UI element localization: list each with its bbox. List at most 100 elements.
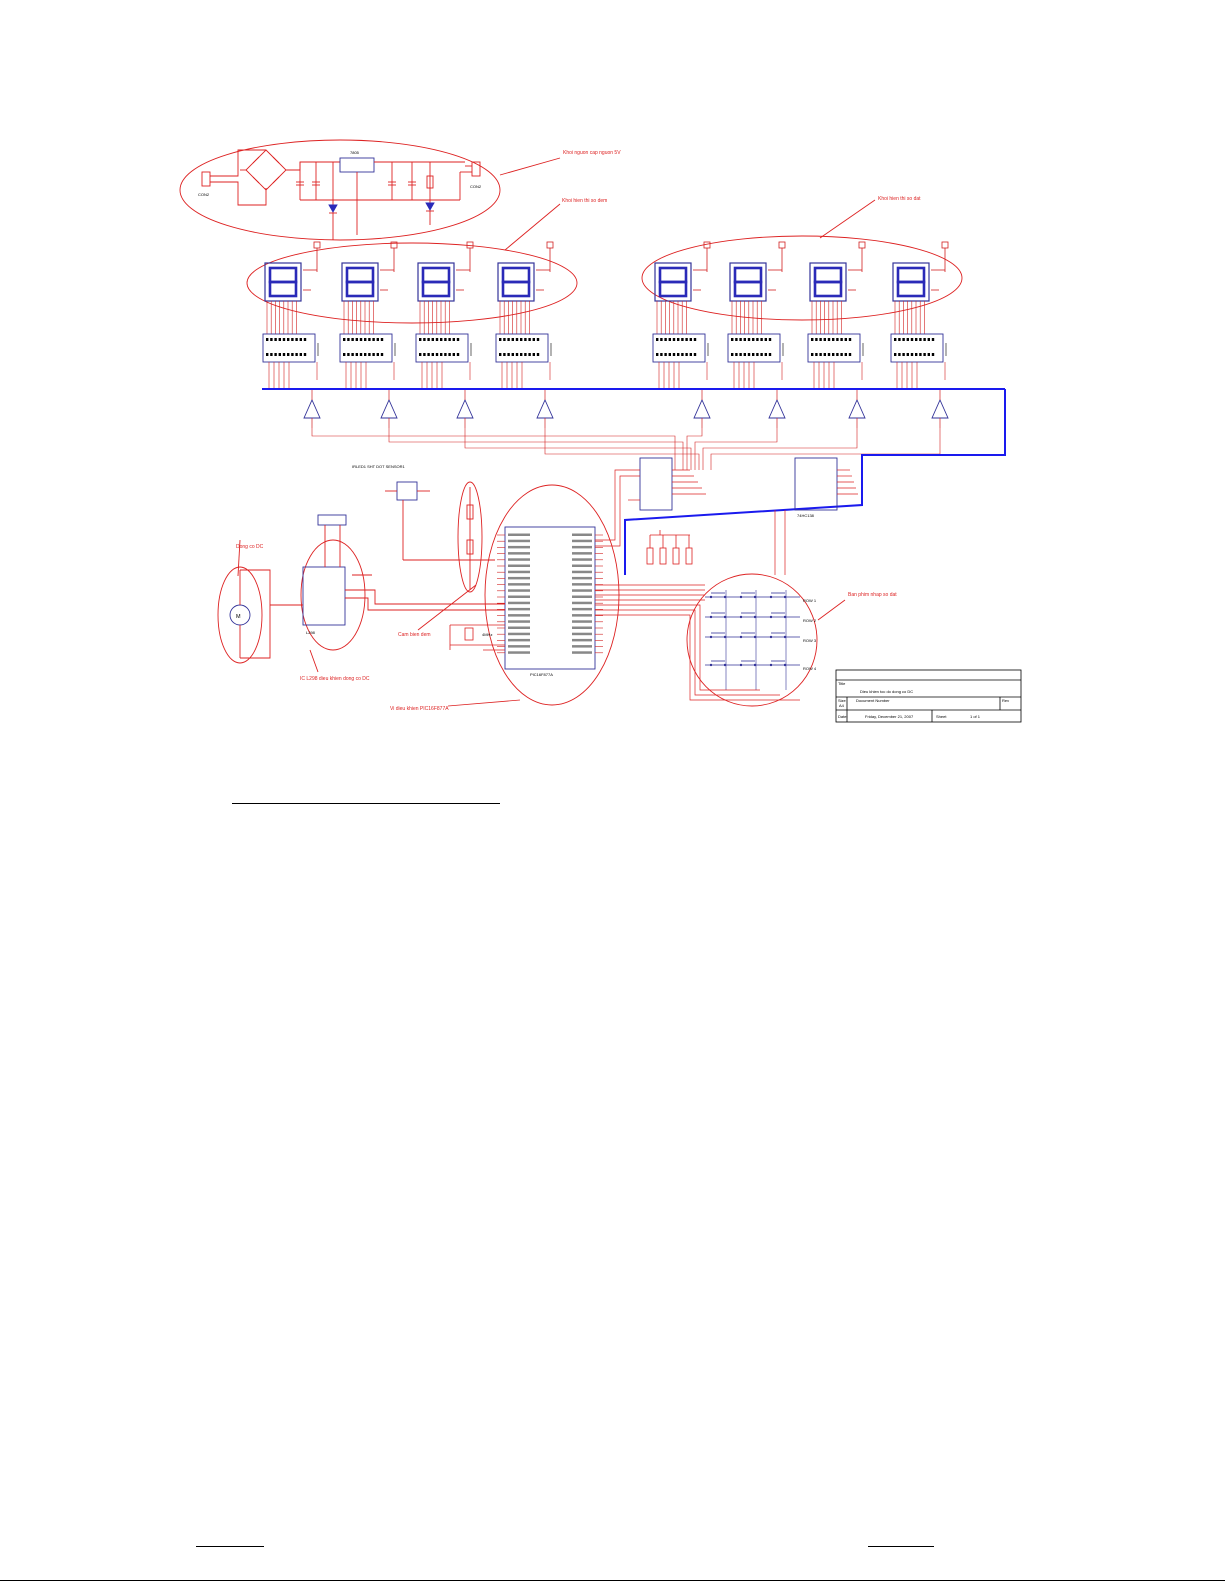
- decoder-pin-mark: [355, 353, 358, 356]
- seven-segment-row: [262, 241, 949, 470]
- decoder-pin-mark: [677, 338, 680, 341]
- title-block-sheet: 1 of 1: [970, 714, 981, 719]
- decoder-pin-mark: [760, 353, 763, 356]
- decoder-pin-mark: [303, 353, 307, 356]
- keypad-switch-contact: [739, 615, 743, 619]
- keypad-switch-contact: [709, 663, 713, 667]
- mcu-pin-name-right: [572, 626, 592, 629]
- connector-out-label: CON2: [470, 184, 482, 189]
- select-wire: [544, 428, 700, 470]
- display-left-label: Khoi hien thi so dem: [562, 198, 607, 204]
- buffer-gate: [768, 398, 786, 419]
- decoder-pin-mark: [444, 338, 447, 341]
- mcu-pin-name-left: [508, 545, 530, 549]
- decoder-pin-mark: [364, 338, 367, 341]
- decoder-pin-mark: [448, 353, 451, 356]
- decoder-pin-mark: [739, 353, 742, 356]
- decoder-pin-mark: [287, 338, 290, 341]
- mcu-pin-name-right: [572, 651, 592, 654]
- decoder-pin-mark: [848, 353, 852, 356]
- decoder-pin-mark: [660, 338, 663, 341]
- seven-segment-display: [417, 262, 455, 302]
- decoder-pin-mark: [743, 353, 746, 356]
- decoder-pin-mark: [507, 353, 510, 356]
- mcu-pin-name-left: [508, 552, 530, 555]
- decoder-pin-mark: [419, 353, 422, 356]
- segment-upper: [813, 266, 843, 284]
- decoder-pin-mark: [760, 338, 763, 341]
- decoder-pin-mark: [832, 353, 835, 356]
- footer-rule-right: [868, 1546, 934, 1547]
- keypad-switch-contact: [783, 615, 787, 619]
- mcu-pin-name-left: [508, 632, 530, 636]
- buffer-gate: [380, 398, 398, 419]
- supply-node: [546, 241, 554, 249]
- mcu-pin-name-left: [508, 638, 530, 642]
- power-block-label: Khoi nguon cap nguon 5V: [563, 150, 621, 156]
- decoder-pin-mark: [672, 353, 676, 356]
- decoder-pin-mark: [266, 353, 269, 356]
- keypad-switch-contact: [783, 635, 787, 639]
- decoder-pin-mark: [435, 353, 439, 356]
- decoder-pin-mark: [672, 338, 676, 341]
- decoder-pin-mark: [444, 353, 447, 356]
- footer-rule-left: [196, 1546, 264, 1547]
- keypad-switch-contact: [723, 635, 727, 639]
- decoder-pin-mark: [368, 338, 371, 341]
- decoder-pin-mark: [435, 338, 439, 341]
- decoder-pin-mark: [270, 353, 273, 356]
- title-block-date-label: Date:: [838, 714, 848, 719]
- display-right-label: Khoi hien thi so dat: [878, 196, 921, 202]
- decoder-ic-left: [639, 457, 673, 511]
- decoder-pin-mark: [299, 338, 302, 341]
- decoder-pin-mark: [532, 338, 535, 341]
- decoder-pin-mark: [898, 353, 901, 356]
- title-block-size-label: Size: [838, 698, 847, 703]
- crystal: [464, 627, 474, 641]
- digit-unit: [694, 241, 786, 470]
- digit-unit: [702, 241, 866, 470]
- decoder-pin-mark: [768, 353, 772, 356]
- regulator-label: 7805: [350, 150, 360, 155]
- motor-label: Dong co DC: [236, 544, 264, 550]
- digit-unit: [495, 241, 700, 470]
- power-block-outline: [179, 139, 501, 241]
- supply-node: [390, 241, 398, 249]
- select-wire: [464, 428, 692, 470]
- decoder-pin-mark: [836, 353, 839, 356]
- mcu-pin-name-right: [572, 638, 592, 642]
- decoder-pin-mark: [681, 338, 684, 341]
- decoder-pin-mark: [919, 338, 922, 341]
- mcu-pin-name-left: [508, 570, 530, 574]
- mcu-pin-name-left: [508, 601, 530, 605]
- decoder-pin-mark: [282, 353, 286, 356]
- sensor-ic: [396, 481, 418, 501]
- keypad-block: [686, 573, 846, 707]
- decoder-pin-mark: [931, 338, 935, 341]
- mcu-pin-name-right: [572, 552, 592, 555]
- mcu-pin-name-right: [572, 558, 592, 561]
- display-left-outline: [246, 242, 578, 324]
- decoder-pin-mark: [440, 338, 443, 341]
- supply-node: [466, 241, 474, 249]
- decoder-pin-mark: [923, 338, 926, 341]
- select-wire: [694, 428, 778, 470]
- mcu-pin-name-right: [572, 614, 592, 617]
- decoder-pin-mark: [278, 353, 281, 356]
- decoder-pin-mark: [532, 353, 535, 356]
- decoder-pin-mark: [919, 353, 922, 356]
- decoder-pin-mark: [347, 353, 350, 356]
- decoder-pin-mark: [287, 353, 290, 356]
- decoder-pin-mark: [756, 353, 759, 356]
- decoder-pin-mark: [836, 338, 839, 341]
- keypad-switch-contact: [723, 595, 727, 599]
- keypad-switch-contact: [769, 615, 773, 619]
- decoder-pin-mark: [764, 338, 767, 341]
- select-wire: [686, 428, 703, 470]
- decoder-pin-mark: [368, 353, 371, 356]
- keypad-matrix: [705, 590, 800, 690]
- segment-lower: [896, 280, 926, 298]
- decoder-pin-mark: [677, 353, 680, 356]
- mcu-pin-name-right: [572, 545, 592, 549]
- crystal-label: 4MHz: [482, 632, 492, 637]
